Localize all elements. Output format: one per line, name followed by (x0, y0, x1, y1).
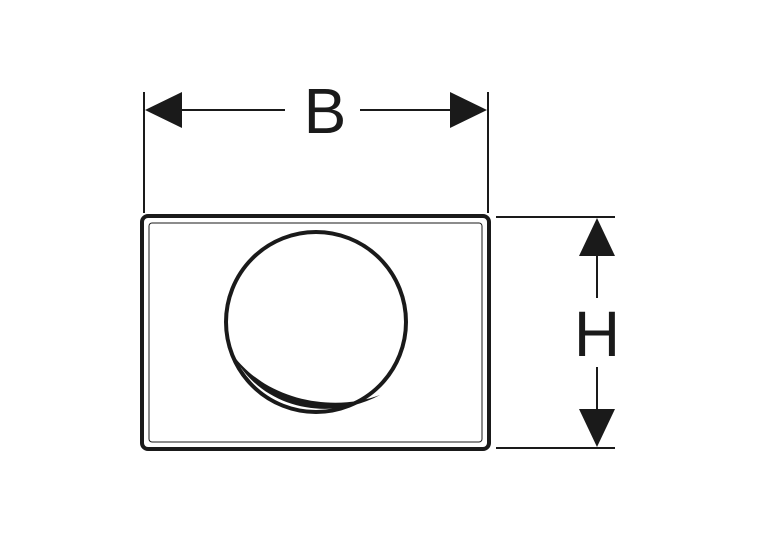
flush-plate (140, 214, 491, 451)
height-dimension: H (496, 216, 620, 449)
flush-button (224, 230, 408, 414)
height-label: H (574, 298, 620, 370)
width-dimension: B (143, 75, 489, 213)
height-arrowhead-top (579, 218, 615, 256)
width-arrowhead-left (145, 92, 182, 128)
width-label: B (304, 75, 347, 147)
width-arrowhead-right (450, 92, 487, 128)
flush-plate-inner-bevel (148, 222, 483, 443)
height-arrowhead-bottom (579, 409, 615, 447)
